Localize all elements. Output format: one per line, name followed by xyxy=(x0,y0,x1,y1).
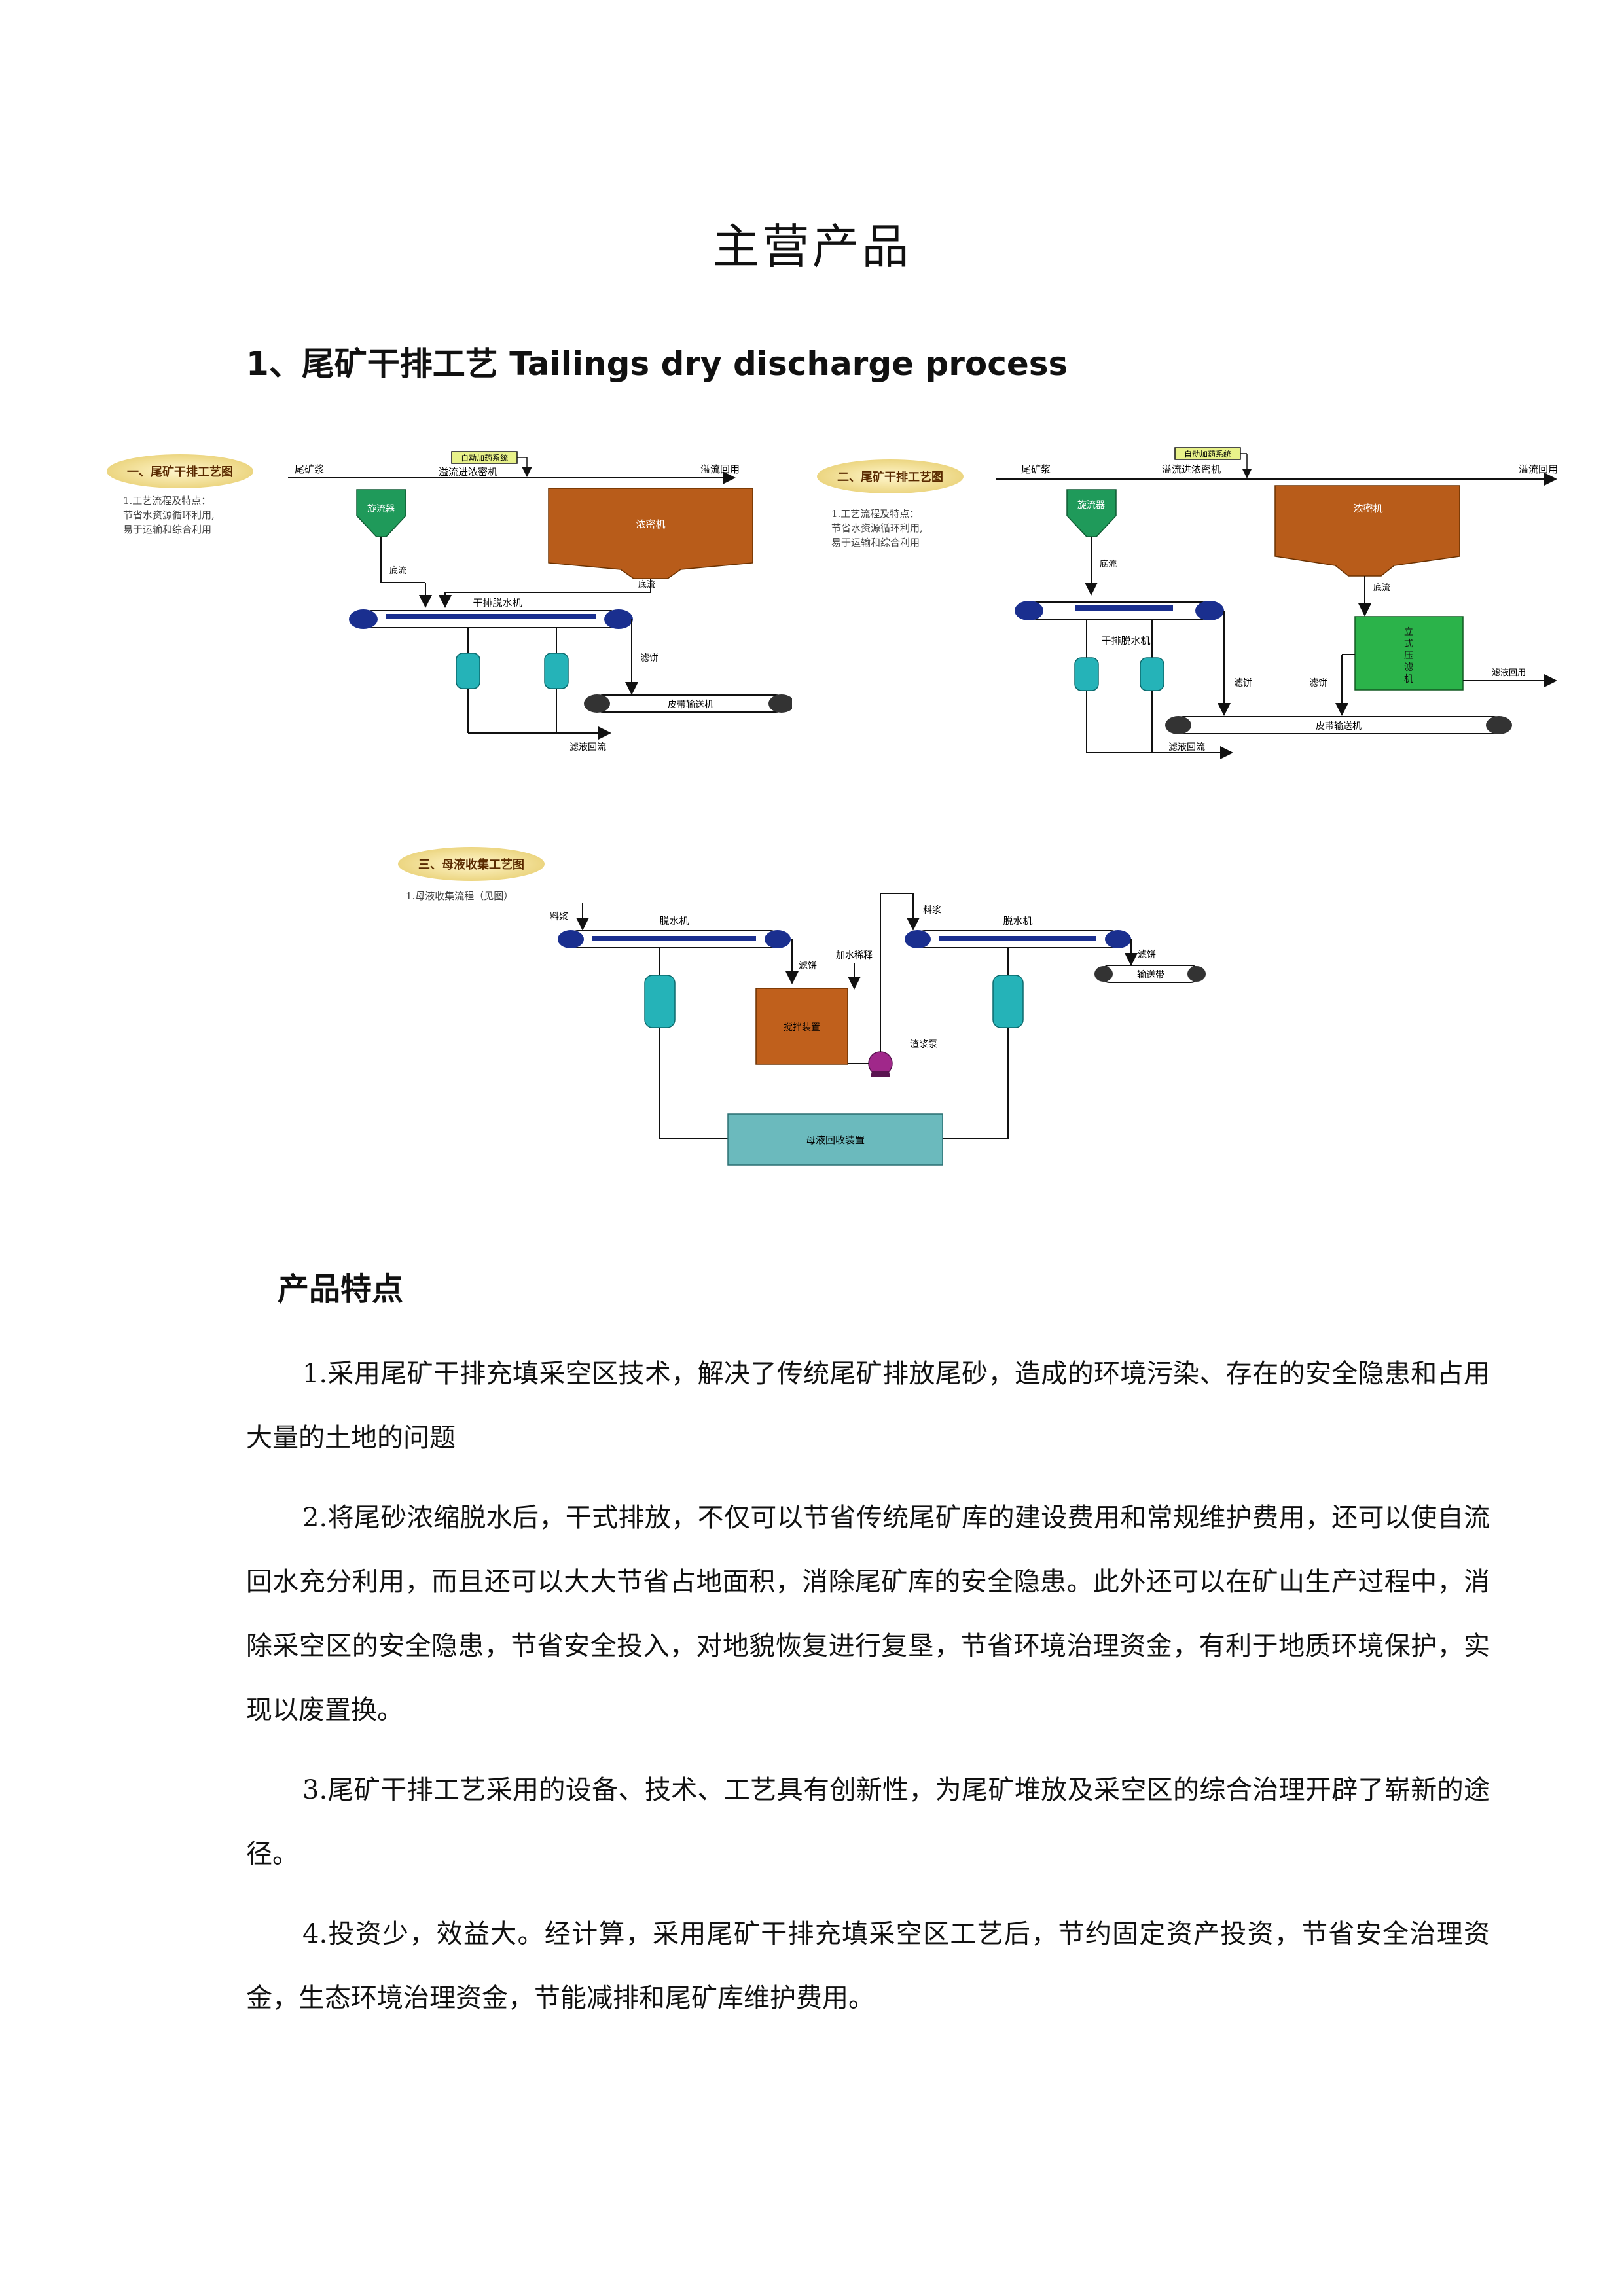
page-title: 主营产品 xyxy=(712,219,912,274)
tank-1 xyxy=(644,975,676,1028)
feed-label-1: 料浆 xyxy=(550,912,568,922)
conveyor-label: 输送带 xyxy=(1137,970,1164,980)
dosing-label: 自动加药系统 xyxy=(1184,450,1231,459)
diagram-badge xyxy=(817,459,964,493)
features-heading: 产品特点 xyxy=(278,1271,404,1308)
note-line-3: 易于运输和综合利用 xyxy=(123,524,211,535)
diagram-badge-text: 二、尾矿干排工艺图 xyxy=(837,470,943,484)
overflow-return-label: 溢流回用 xyxy=(1519,463,1558,475)
overflow-return-label: 溢流回用 xyxy=(700,463,740,475)
tank-2 xyxy=(992,975,1024,1028)
underflow-label-2: 底流 xyxy=(638,579,655,590)
diagram-tailings-dry-discharge-2: 二、尾矿干排工艺图 1.工艺流程及特点： 节省水资源循环利用, 易于运输和综合利… xyxy=(805,439,1578,779)
diagram-badge xyxy=(107,454,253,488)
feed-label-2: 料浆 xyxy=(923,905,941,916)
diagram-badge xyxy=(398,847,545,881)
note-line-3: 易于运输和综合利用 xyxy=(831,537,920,548)
feature-paragraph-2: 2.将尾砂浓缩脱水后，干式排放，不仅可以节省传统尾矿库的建设费用和常规维护费用，… xyxy=(246,1503,1490,1725)
underflow-label-2: 底流 xyxy=(1373,583,1390,593)
note-line-2: 节省水资源循环利用, xyxy=(831,522,923,534)
note-line-2: 节省水资源循环利用, xyxy=(123,509,215,521)
belt-label: 皮带输送机 xyxy=(1316,721,1362,732)
cake-label-2: 滤饼 xyxy=(1138,950,1156,960)
dewater-label-1: 脱水机 xyxy=(659,915,689,927)
filtrate-label: 滤液回流 xyxy=(569,742,606,753)
cake-label-1: 滤饼 xyxy=(1234,678,1252,689)
diagram-badge-text: 三、母液收集工艺图 xyxy=(418,857,524,872)
belt-label: 皮带输送机 xyxy=(668,700,713,710)
filtrate-label: 滤液回流 xyxy=(1168,742,1205,753)
feature-paragraph-4: 4.投资少，效益大。经计算，采用尾矿干排充填采空区工艺后，节约固定资产投资，节省… xyxy=(246,1919,1490,2013)
diagram-tailings-dry-discharge-1: 一、尾矿干排工艺图 1.工艺流程及特点： 节省水资源循环利用, 易于运输和综合利… xyxy=(98,439,795,779)
mixer-label: 搅拌装置 xyxy=(784,1022,820,1033)
dewater-label-2: 脱水机 xyxy=(1003,915,1032,927)
tank-2 xyxy=(1140,657,1164,691)
recovery-label: 母液回收装置 xyxy=(806,1134,865,1146)
note-line-1: 1.工艺流程及特点： xyxy=(123,495,211,507)
overflow-in-label: 溢流进浓密机 xyxy=(1162,463,1221,475)
underflow-label-1: 底流 xyxy=(389,565,406,576)
underflow-label-1: 底流 xyxy=(1100,559,1117,569)
tank-1 xyxy=(1074,657,1099,691)
diagram-mother-liquor-collection: 三、母液收集工艺图 1.母液收集流程（见图） 料浆 脱水机 滤饼 搅拌装置 加水… xyxy=(393,838,1218,1178)
section-heading: 1、尾矿干排工艺 Tailings dry discharge process xyxy=(246,345,1068,383)
cyclone xyxy=(356,489,406,537)
feed-label: 尾矿浆 xyxy=(1021,463,1051,475)
tank-1 xyxy=(456,653,480,689)
dewater-label: 干排脱水机 xyxy=(1101,635,1150,647)
filter-press-label: 立式压滤机 xyxy=(1404,627,1413,685)
thickener-label: 浓密机 xyxy=(1353,503,1382,514)
thickener xyxy=(548,488,753,579)
thickener-label: 浓密机 xyxy=(636,518,665,530)
cake-label: 滤饼 xyxy=(640,653,659,664)
filtrate-return-label: 滤液回用 xyxy=(1492,668,1526,678)
tank-2 xyxy=(544,653,569,689)
cyclone-label: 旋流器 xyxy=(1077,500,1105,511)
cake-label-1: 滤饼 xyxy=(799,961,817,971)
cake-label-2: 滤饼 xyxy=(1309,678,1327,689)
dewater-label: 干排脱水机 xyxy=(473,597,522,609)
mixer xyxy=(755,988,848,1065)
recovery-unit xyxy=(727,1113,943,1166)
note-line-1: 1.工艺流程及特点： xyxy=(831,508,919,520)
feature-paragraph-1: 1.采用尾矿干排充填采空区技术，解决了传统尾矿排放尾砂，造成的环境污染、存在的安… xyxy=(246,1359,1490,1453)
pump-label: 渣浆泵 xyxy=(910,1039,937,1050)
thickener xyxy=(1274,485,1460,577)
filter-press xyxy=(1354,616,1464,691)
feature-paragraph-3: 3.尾矿干排工艺采用的设备、技术、工艺具有创新性，为尾矿堆放及采空区的综合治理开… xyxy=(246,1775,1490,1869)
dilute-label: 加水稀释 xyxy=(836,950,873,961)
overflow-in-label: 溢流进浓密机 xyxy=(439,466,497,478)
feed-label: 尾矿浆 xyxy=(295,463,324,475)
note-line: 1.母液收集流程（见图） xyxy=(406,890,513,902)
diagram-badge-text: 一、尾矿干排工艺图 xyxy=(127,465,233,479)
cyclone-label: 旋流器 xyxy=(367,504,395,514)
cyclone xyxy=(1066,489,1117,537)
dosing-label: 自动加药系统 xyxy=(461,454,508,463)
